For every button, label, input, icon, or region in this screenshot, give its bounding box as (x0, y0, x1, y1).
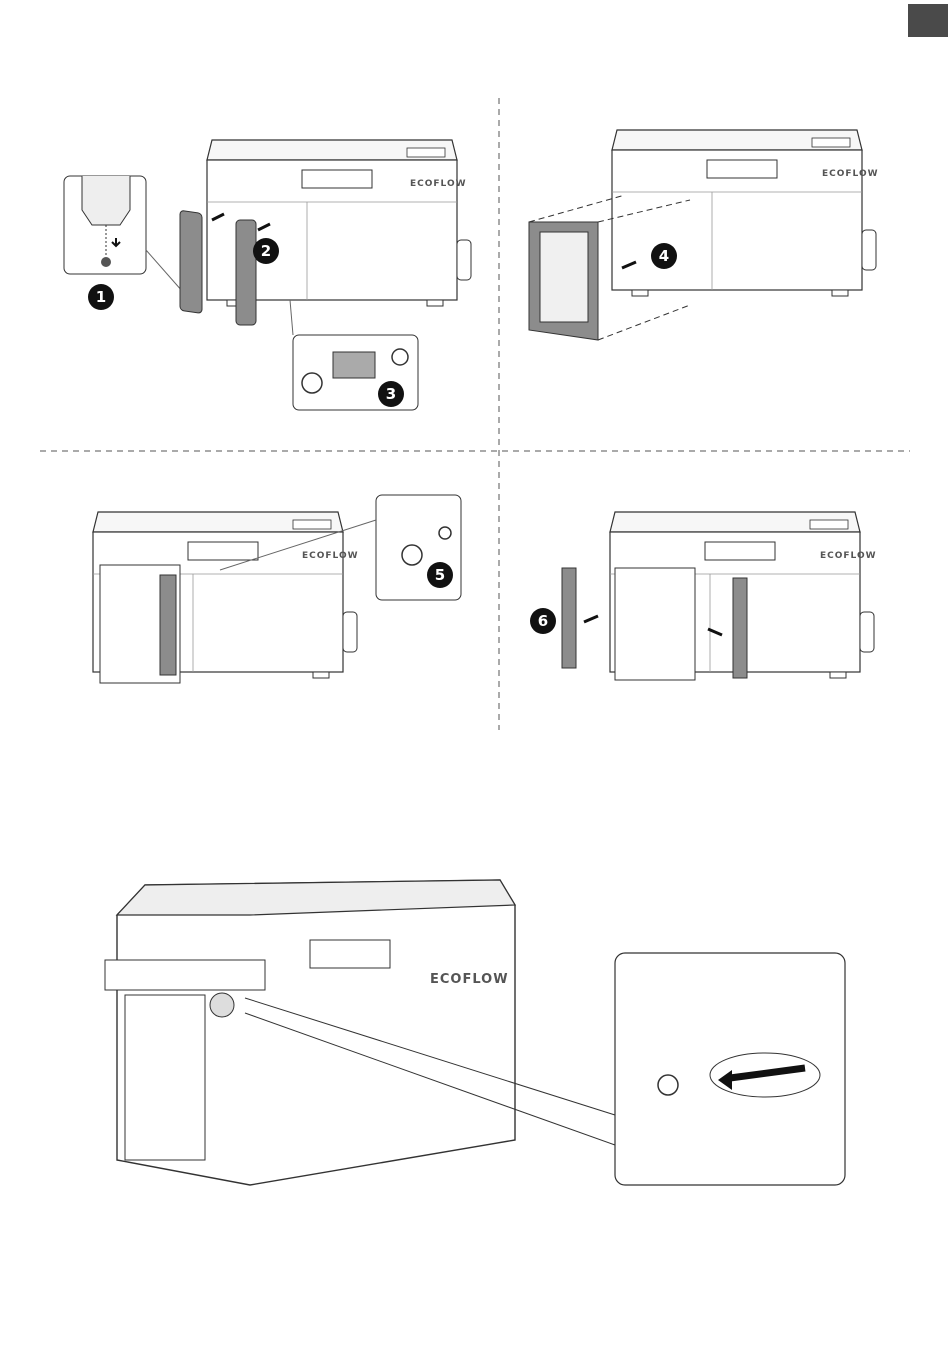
svg-text:ECOFLOW: ECOFLOW (820, 551, 877, 561)
step-badge-number: 6 (538, 612, 548, 630)
panel-step-5: ECOFLOW (93, 495, 461, 683)
panel-step-4: ECOFLOW (529, 130, 879, 340)
step-badge-number: 3 (386, 385, 396, 403)
step-badge-number: 5 (435, 566, 445, 584)
svg-text:ECOFLOW: ECOFLOW (822, 169, 879, 179)
brand-label: ECOFLOW (410, 179, 467, 189)
step-badge-number: 2 (261, 242, 271, 260)
step-badge-number: 1 (96, 288, 106, 306)
panel-step-6: ECOFLOW (562, 512, 877, 680)
step-badge-number: 4 (659, 247, 669, 265)
panel-steps-1-3: ECOFLOW (64, 140, 471, 410)
final-assembly-view: ECOFLOW (105, 880, 845, 1185)
svg-text:ECOFLOW: ECOFLOW (302, 551, 359, 561)
svg-text:ECOFLOW: ECOFLOW (430, 972, 509, 987)
